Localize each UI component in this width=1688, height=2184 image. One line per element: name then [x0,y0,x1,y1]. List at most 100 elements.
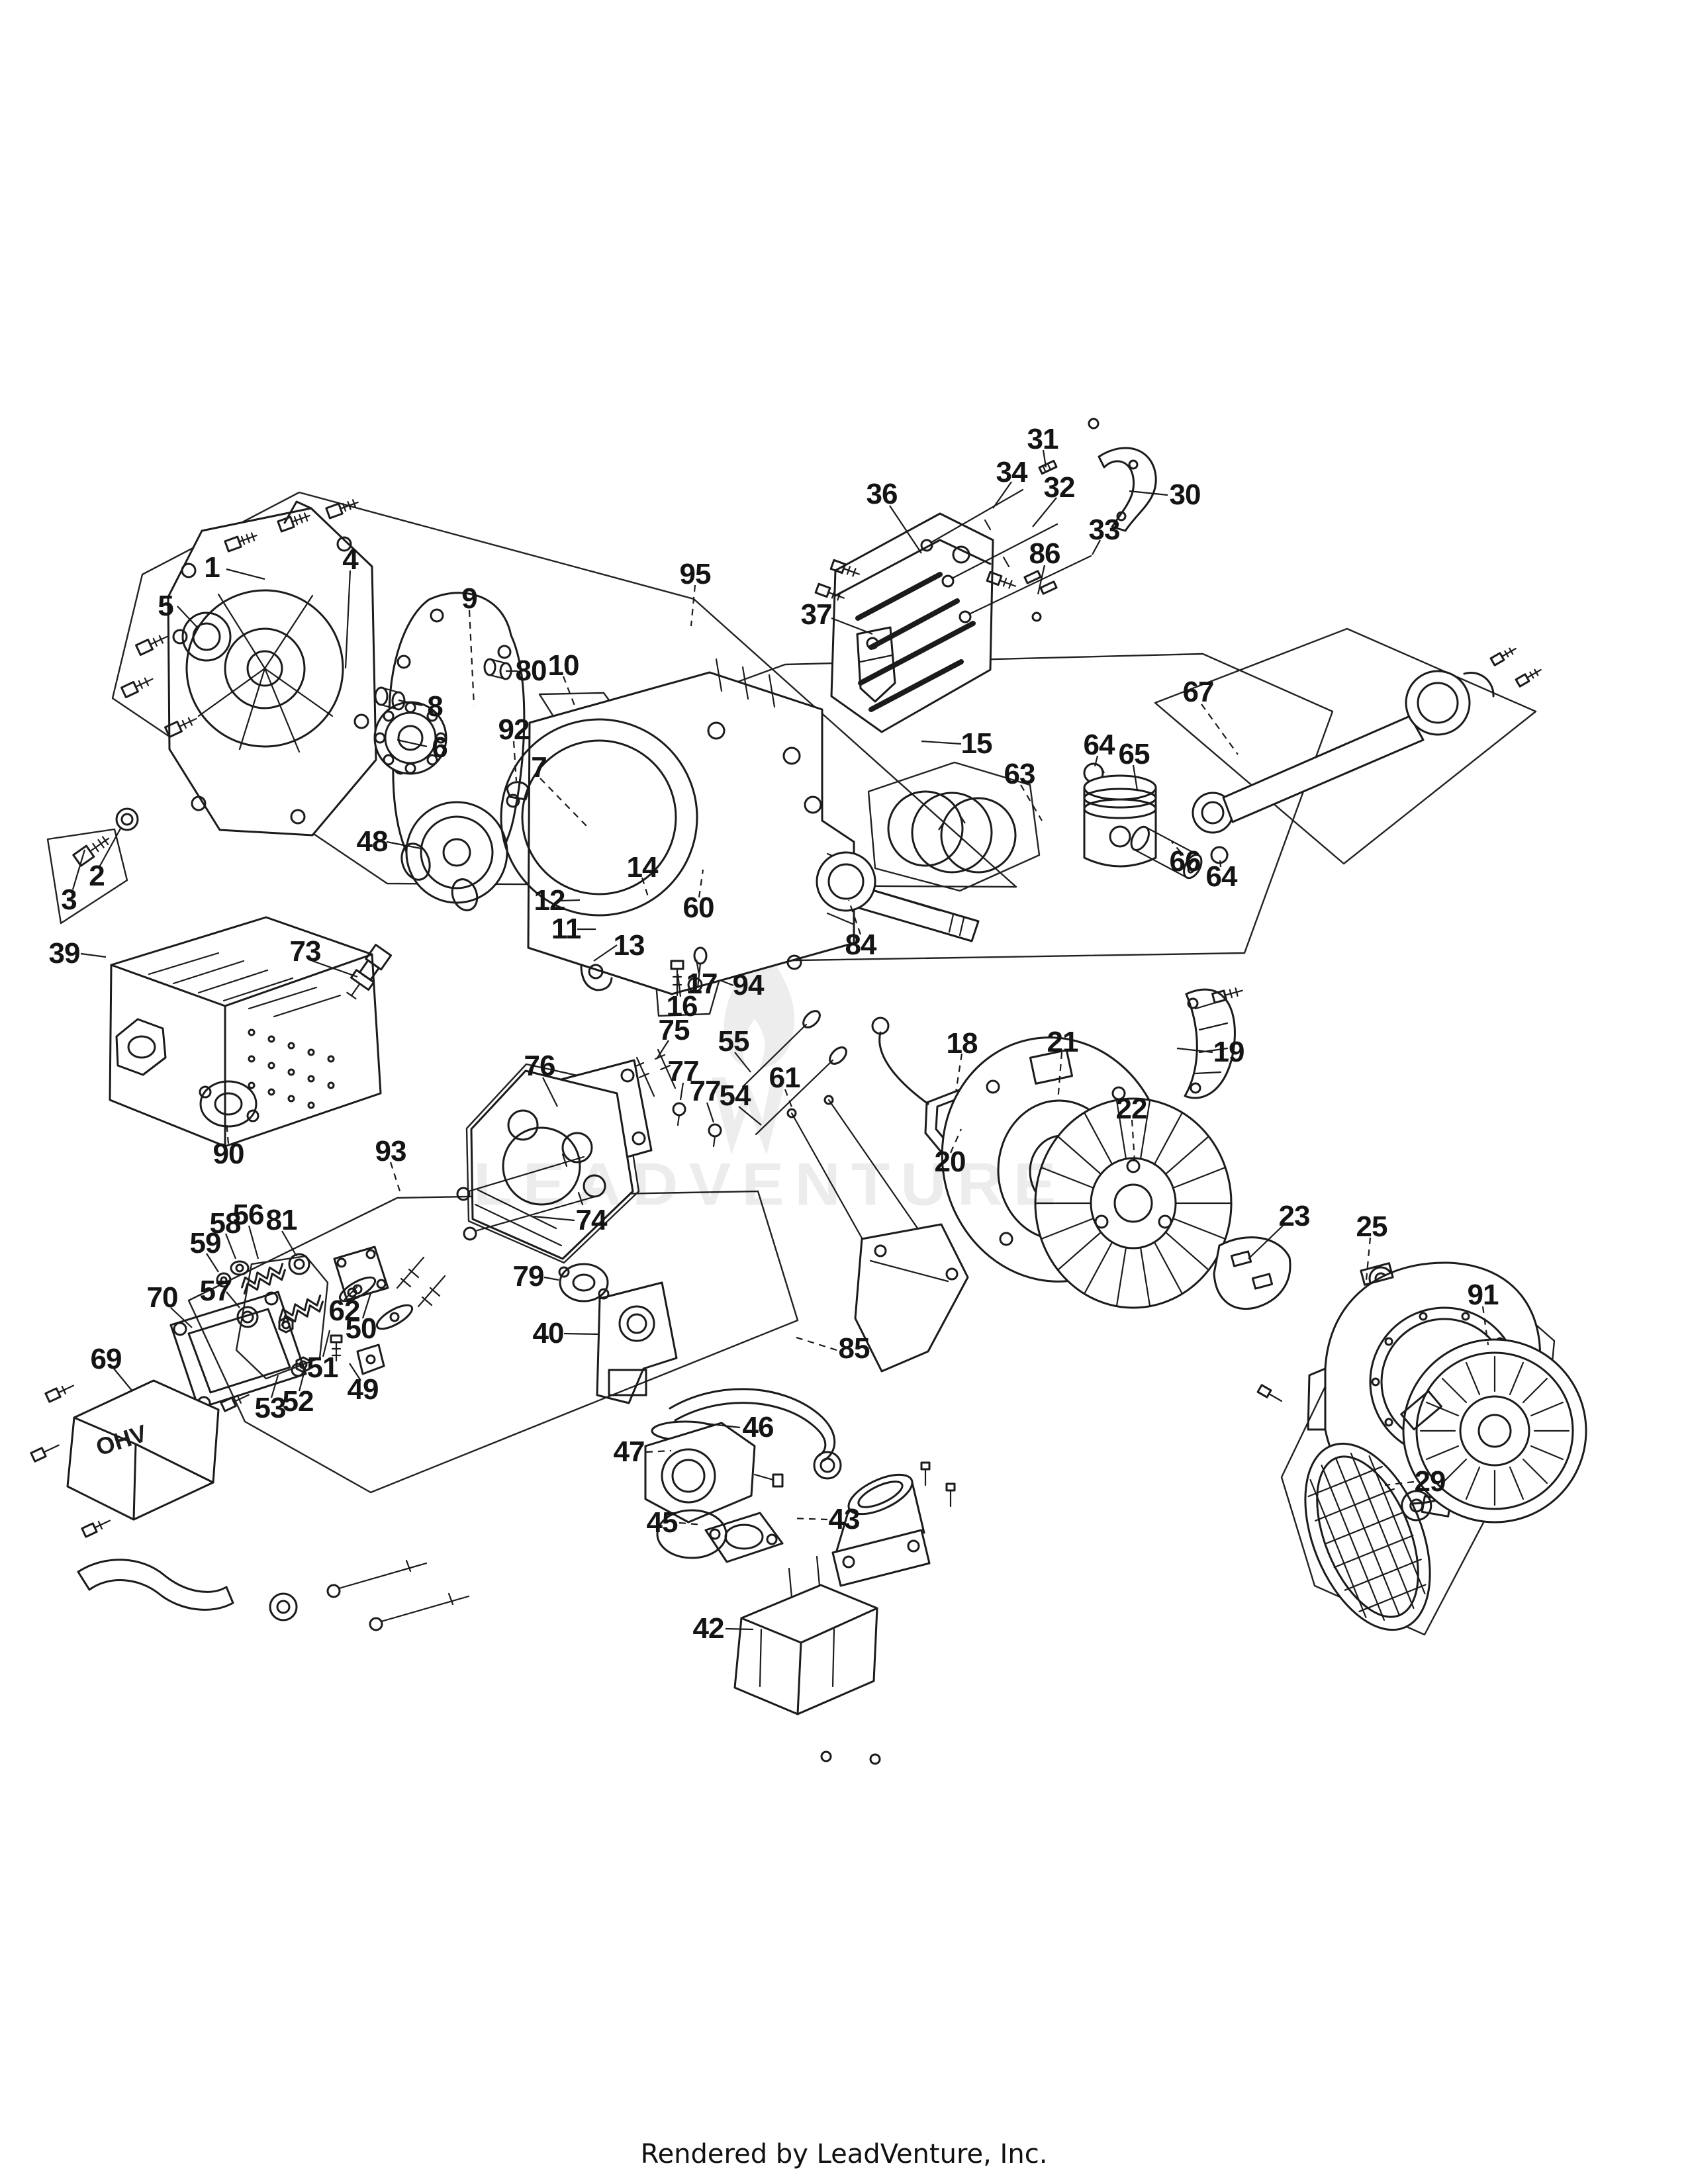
callout-61[interactable]: 61 [769,1062,801,1094]
callout-76[interactable]: 76 [524,1050,556,1082]
callout-12[interactable]: 12 [534,884,566,917]
callout-32[interactable]: 32 [1043,471,1076,504]
callout-91[interactable]: 91 [1467,1279,1499,1311]
callout-9[interactable]: 9 [461,582,478,615]
callout-55[interactable]: 55 [718,1025,750,1058]
callout-74[interactable]: 74 [575,1204,608,1236]
callout-11[interactable]: 11 [551,913,582,945]
callout-54[interactable]: 54 [719,1079,751,1112]
callout-3[interactable]: 3 [61,884,77,916]
callout-45[interactable]: 45 [646,1506,679,1539]
part-long-screws [921,490,1091,622]
callout-1[interactable]: 1 [204,551,220,584]
callout-39[interactable]: 39 [48,937,81,970]
callout-49[interactable]: 49 [347,1373,379,1406]
callout-46[interactable]: 46 [742,1411,774,1443]
part-bracket-37 [857,627,895,702]
callout-63[interactable]: 63 [1004,758,1036,790]
part-oil-seal-5 [183,613,230,660]
callout-52[interactable]: 52 [282,1385,314,1418]
callout-5[interactable]: 5 [158,590,174,622]
part-shield-screws [816,560,1017,602]
callout-37[interactable]: 37 [800,598,833,631]
callout-77-2[interactable]: 77 [689,1075,722,1107]
callout-7[interactable]: 7 [531,751,547,784]
callout-51[interactable]: 51 [306,1351,339,1384]
callout-64-2[interactable]: 64 [1205,860,1238,893]
callout-33[interactable]: 33 [1088,514,1121,546]
callout-75[interactable]: 75 [658,1014,690,1046]
callout-21[interactable]: 21 [1047,1026,1079,1058]
callout-59[interactable]: 59 [189,1227,222,1259]
border-drain-plug-group [48,829,127,923]
part-pins-86 [1025,571,1056,621]
part-tappet-77a [673,1103,685,1125]
callout-94[interactable]: 94 [732,969,765,1001]
callout-34[interactable]: 34 [996,456,1028,488]
part-exhaust-gasket-90 [200,1081,258,1126]
callout-60[interactable]: 60 [682,891,715,924]
part-valve-cover: OHV [31,1381,251,1537]
callout-80[interactable]: 80 [515,655,547,687]
callout-36[interactable]: 36 [866,478,898,510]
callout-58[interactable]: 58 [209,1207,242,1240]
callout-57[interactable]: 57 [199,1275,232,1307]
part-crankcase-cover [168,502,376,835]
callout-66[interactable]: 66 [1169,845,1201,878]
callout-17[interactable]: 17 [686,968,718,1000]
callout-15[interactable]: 15 [961,727,993,760]
callout-69[interactable]: 69 [90,1343,122,1375]
callout-14[interactable]: 14 [626,851,659,884]
part-air-guide [1185,986,1244,1098]
part-cylinder-block [501,659,854,994]
part-muffler [110,917,381,1146]
callout-42[interactable]: 42 [692,1612,725,1645]
callout-13[interactable]: 13 [613,929,645,962]
callout-31[interactable]: 31 [1027,423,1059,455]
leadventure-watermark-text: LEADVENTURE [473,1150,1067,1218]
callout-79[interactable]: 79 [512,1260,545,1293]
callout-81[interactable]: 81 [265,1204,298,1236]
callout-6[interactable]: 6 [432,731,448,764]
callout-65[interactable]: 65 [1118,738,1150,770]
callout-85[interactable]: 85 [838,1332,870,1365]
part-pivot-bolt-52 [331,1336,342,1361]
callout-47[interactable]: 47 [613,1435,645,1468]
callout-4[interactable]: 4 [342,543,359,576]
callout-16[interactable]: 16 [666,990,698,1023]
callout-50[interactable]: 50 [345,1312,377,1345]
callout-67[interactable]: 67 [1182,676,1215,708]
callout-10[interactable]: 10 [547,649,580,682]
callout-2[interactable]: 2 [89,860,105,892]
callout-53[interactable]: 53 [254,1392,287,1424]
callout-8[interactable]: 8 [427,690,444,723]
callout-29[interactable]: 29 [1414,1465,1446,1498]
callout-92[interactable]: 92 [498,713,530,746]
part-nuts-53 [279,1318,310,1372]
callout-25[interactable]: 25 [1356,1210,1388,1243]
callout-48[interactable]: 48 [356,825,389,858]
callout-43[interactable]: 43 [828,1503,861,1535]
callout-77[interactable]: 77 [667,1055,700,1087]
callout-20[interactable]: 20 [934,1146,966,1178]
callout-70[interactable]: 70 [146,1281,179,1314]
callout-22[interactable]: 22 [1115,1093,1148,1125]
callout-30[interactable]: 30 [1169,478,1201,511]
callout-90[interactable]: 90 [212,1138,245,1170]
callout-56[interactable]: 56 [232,1199,265,1231]
callout-40[interactable]: 40 [532,1317,565,1349]
callout-84[interactable]: 84 [845,929,877,961]
part-intake-elbow-43 [833,1463,955,1586]
callout-64[interactable]: 64 [1083,729,1115,761]
leader-lines [73,450,1488,1629]
callout-19[interactable]: 19 [1213,1036,1245,1068]
part-starter-grille [1281,1419,1471,1648]
callout-86[interactable]: 86 [1029,537,1061,570]
part-intake-pipe-40 [597,1283,677,1403]
callout-18[interactable]: 18 [946,1027,978,1060]
callout-23[interactable]: 23 [1278,1200,1311,1232]
callout-73[interactable]: 73 [289,935,322,968]
callout-93[interactable]: 93 [375,1135,407,1167]
callout-95[interactable]: 95 [679,558,712,590]
callout-62[interactable]: 62 [328,1295,361,1327]
